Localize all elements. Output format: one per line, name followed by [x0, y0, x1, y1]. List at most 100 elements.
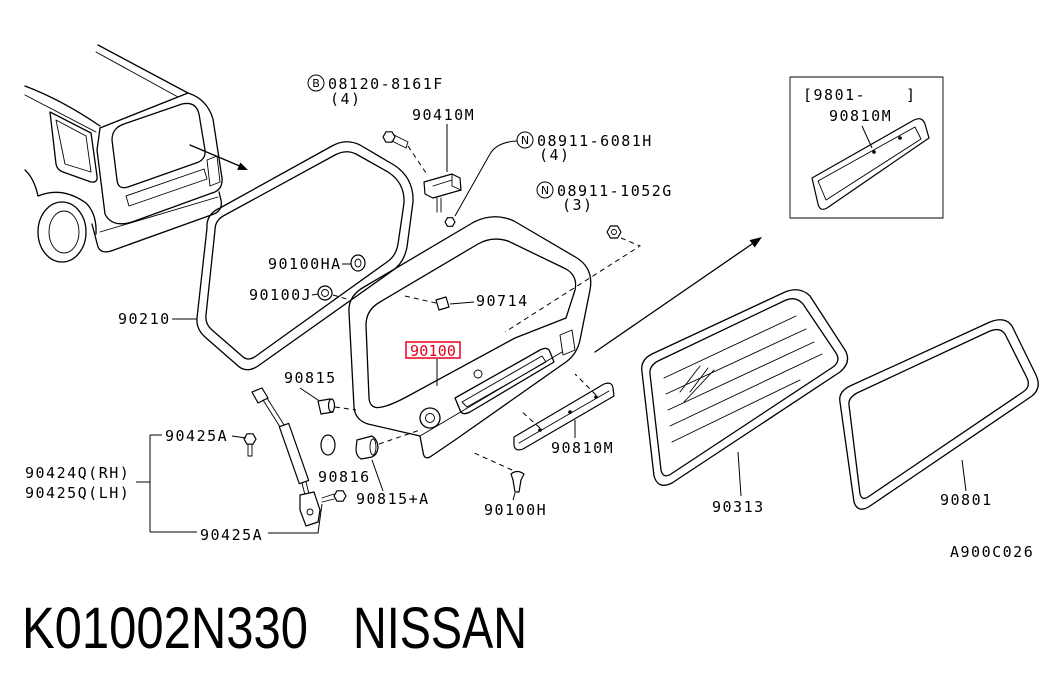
rear-hatch: [96, 92, 223, 225]
bolt-symbol: B: [312, 77, 320, 90]
bumper-stop-lower-install-line: [378, 429, 421, 445]
grommet-j: [317, 285, 351, 301]
label-weatherstrip: 90210: [118, 310, 171, 328]
hinge-nut: [444, 217, 456, 227]
leader-push-clip: [512, 492, 516, 501]
rear-tire: [37, 201, 87, 263]
back-door-panel: [348, 216, 592, 459]
leader-lines: [136, 124, 967, 534]
hinge-stud: [436, 197, 442, 213]
garnish-nut-install-line: [504, 237, 642, 333]
handle-hole: [473, 369, 483, 379]
leader-glass: [737, 451, 742, 497]
garnish-stud: [594, 395, 598, 399]
stay-bracket-line: [136, 434, 323, 534]
back-door-window-opening: [365, 238, 577, 409]
label-stay-bolt-upper: 90425A: [165, 427, 228, 445]
gas-stay: [251, 387, 321, 527]
roof-line: [95, 51, 179, 98]
back-door-glass: [641, 289, 849, 486]
garnish-nut-symbol-circle: [536, 181, 554, 199]
label-hinge-nut-qty: (4): [539, 146, 571, 164]
clip-90100h: [471, 451, 525, 493]
leader-bumper-stop-lower: [371, 459, 384, 492]
leader-hinge-nut: [454, 140, 518, 217]
side-lamp-bracket: [559, 329, 576, 356]
inset-garnish-strip: [811, 118, 930, 210]
garnish-strip-edge: [518, 390, 610, 444]
inset-garnish-stud: [872, 150, 876, 154]
garnish-stud: [538, 428, 542, 432]
label-bolt-qty: (4): [330, 90, 362, 108]
grommet-ha-center: [354, 258, 362, 268]
view-arrow: [189, 144, 248, 170]
stay-lower-rod: [301, 481, 310, 496]
highlight-box: [405, 341, 461, 359]
push-clip-install-line: [471, 451, 513, 471]
push-clip: [510, 470, 525, 493]
weatherstrip: [196, 141, 414, 371]
label-glass: 90313: [712, 498, 765, 516]
glass-removal-arrow-head: [749, 237, 762, 248]
rear-hatch-glass: [111, 102, 206, 189]
stay-bolt-upper-shank: [247, 443, 253, 457]
label-stay-rh: 90424Q(RH): [25, 464, 130, 482]
stay-upper-bracket: [251, 387, 269, 404]
wheel-rim: [48, 210, 80, 254]
weatherstrip-outer: [196, 141, 414, 371]
garnish-strip: [513, 373, 615, 451]
leader-bumper-stop: [299, 387, 319, 401]
belt-line: [24, 94, 97, 133]
glass-molding: [839, 319, 1039, 510]
stay-bolt-lower-shank: [321, 493, 335, 503]
label-bolt-part: 08120-8161F: [328, 75, 444, 93]
stay-bolt-upper: [243, 433, 257, 457]
bumper-stop-lower-body: [355, 435, 379, 460]
quarter-window-inner: [55, 119, 92, 173]
body-side-line: [24, 85, 101, 127]
grommet-j-ring: [317, 285, 333, 301]
stay-bolt-lower-head: [333, 490, 347, 502]
stay-bolt-upper-head: [243, 433, 257, 445]
glass-removal-arrow-shaft: [594, 243, 753, 353]
label-push-clip: 90100H: [484, 501, 547, 519]
bumper-stop-install-line: [334, 406, 357, 411]
stay-rod: [262, 397, 287, 431]
vehicle-rear-view: [24, 44, 223, 263]
inset-panel: [789, 76, 944, 219]
grommet-ha: [350, 254, 366, 272]
bolt-symbol-circle: [307, 74, 325, 92]
defogger-lines: [663, 315, 823, 443]
label-clip: 90714: [476, 292, 529, 310]
inset-range-open: [9801-: [803, 86, 866, 104]
quarter-window: [49, 111, 98, 183]
label-stay-bolt-lower: 90425A: [200, 526, 263, 544]
bumper-stop-lower: [355, 429, 421, 460]
label-garnish-nut-qty: (3): [562, 196, 594, 214]
lock-cylinder: [419, 407, 441, 429]
garnish-stud: [568, 410, 572, 414]
license-panel: [125, 168, 208, 207]
label-grommet-ha: 90100HA: [268, 255, 342, 273]
molding-outer: [839, 319, 1039, 510]
roof-edge: [97, 44, 189, 94]
weatherstrip-inner: [205, 151, 405, 360]
leader-molding: [961, 459, 967, 492]
bumper-top-line: [99, 196, 219, 233]
garnish-nut: [504, 225, 642, 333]
label-stay-lh: 90425Q(LH): [25, 484, 130, 502]
label-bumper-stop-lower: 90815+A: [356, 490, 430, 508]
inset-range-close: ]: [906, 86, 917, 104]
inset-leader: [861, 125, 873, 149]
bolt-install-line: [407, 145, 429, 177]
bumper-stop-upper: [317, 398, 357, 415]
lock-cylinder-core: [425, 413, 435, 423]
tail-lamp: [206, 155, 221, 187]
label-hinge-nut-part: 08911-6081H: [537, 132, 653, 150]
cap-body: [320, 434, 336, 456]
stay-bracket-hole: [306, 508, 314, 516]
hinge-nut-symbol: N: [521, 134, 529, 147]
view-arrow-head: [237, 162, 248, 170]
inset-part-label: 90810M: [829, 107, 892, 125]
